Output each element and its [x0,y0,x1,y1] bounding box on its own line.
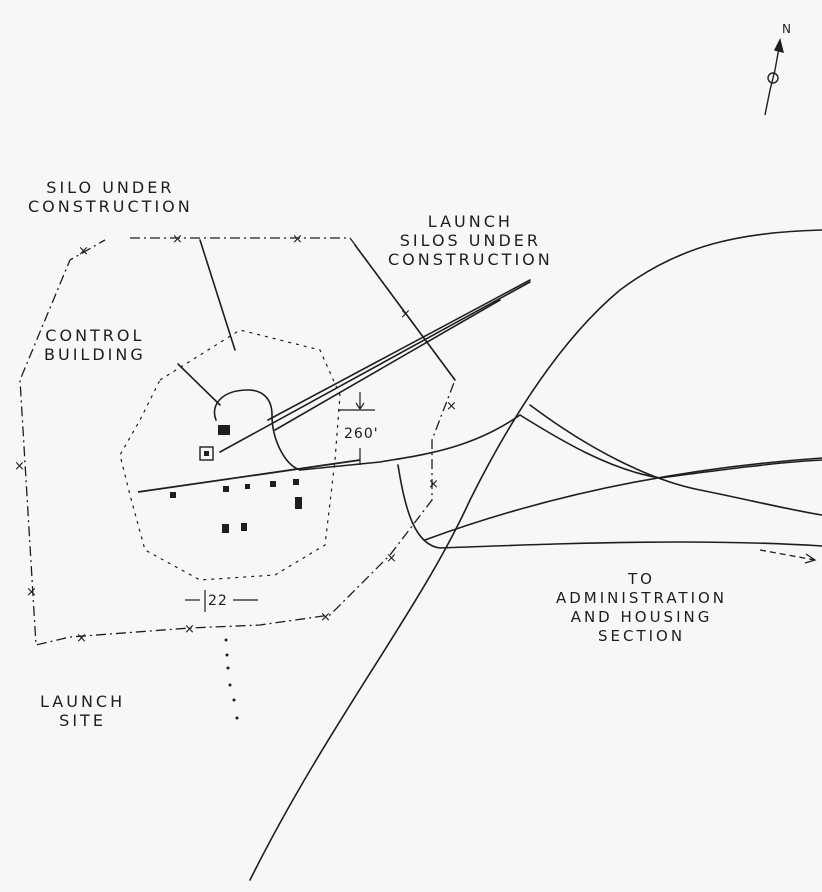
silo-under-construction-symbol [199,446,214,461]
road-branch [529,404,822,516]
silo-pointer [199,239,236,351]
svg-text:×: × [386,551,397,566]
svg-text:×: × [320,610,331,625]
silo-3 [245,484,250,489]
silo-8 [241,523,247,531]
svg-text:×: × [184,622,195,637]
control-building-pointer [177,363,221,406]
control-building [218,425,230,435]
svg-text:×: × [172,232,183,247]
silo-4 [270,481,276,487]
svg-text:×: × [26,585,37,600]
inner-site-boundary [119,329,341,581]
admin-direction-arrow [759,549,817,564]
svg-text:×: × [400,307,411,322]
site-axis-line [137,459,361,493]
site-structures [170,425,302,533]
svg-text:×: × [428,477,439,492]
silo-under-construction-label: SILO UNDER CONSTRUCTION [28,178,193,216]
perimeter-fence [19,237,456,646]
dimension-22-label: 22 [208,593,228,609]
north-arrow-icon [764,37,784,116]
control-building-label: CONTROL BUILDING [44,326,146,364]
fence-markers: × × × × × × × × × × × × [14,232,457,646]
silo-2 [223,486,229,492]
launch-site-label: LAUNCH SITE [40,692,126,730]
access-road [213,389,301,471]
svg-text:×: × [292,232,303,247]
pointer-line-3 [274,299,501,431]
launch-silos-label: LAUNCH SILOS UNDER CONSTRUCTION [388,212,553,269]
road-spur [299,414,822,479]
svg-text:×: × [14,459,25,474]
dimension-260-marks [338,392,375,465]
svg-text:×: × [446,399,457,414]
road-to-admin [397,464,822,549]
silo-6 [295,497,302,509]
dimension-260-label: 260' [344,425,379,444]
svg-text:×: × [78,244,89,259]
silo-5 [293,479,299,485]
silo-1 [170,492,176,498]
to-admin-housing-label: TO ADMINISTRATION AND HOUSING SECTION [556,570,728,645]
north-label: N [782,22,792,36]
pointer-line-2 [219,281,531,453]
pointer-line-1 [267,279,531,421]
road-lower-fork [424,457,822,541]
silo-7 [222,524,229,533]
south-dotted-line [224,638,239,720]
road-main-curve [249,229,822,881]
dimension-22-marks [185,590,258,612]
svg-text:×: × [76,631,87,646]
